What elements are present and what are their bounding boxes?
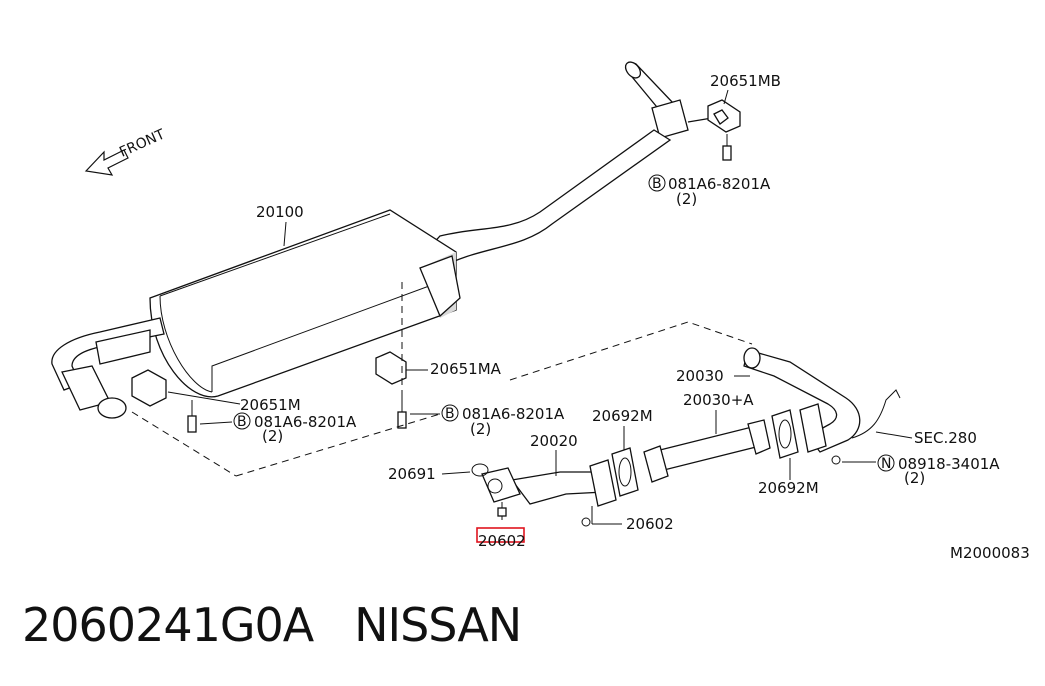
center-pipe-20030A (643, 419, 771, 483)
hanger-20651MB (707, 99, 741, 161)
gasket-20692M-a (611, 447, 639, 497)
bolt-b-left: B (233, 412, 251, 430)
gasket-20692M-b (771, 403, 827, 459)
label-20100: 20100 (256, 203, 304, 221)
part-number-caption: 2060241G0A NISSAN (22, 598, 522, 652)
label-20030A: 20030+A (683, 391, 754, 409)
bolt-b-mid: B (441, 404, 459, 422)
tail-pipe (418, 61, 713, 269)
svg-text:B: B (237, 414, 247, 430)
label-08918: 08918-3401A (898, 455, 1000, 473)
label-20691: 20691 (388, 465, 436, 483)
front-pipe-20020 (481, 459, 617, 507)
highlight-box (476, 527, 525, 543)
label-08918-qty: (2) (904, 469, 925, 487)
label-20020: 20020 (530, 432, 578, 450)
front-arrow-icon (84, 149, 129, 176)
label-081A6-mid: 081A6-8201A (462, 405, 565, 423)
bolt-b-top: B (648, 174, 666, 192)
svg-text:N: N (881, 456, 891, 472)
label-20692M-b: 20692M (758, 479, 819, 497)
nut-n-icon (831, 455, 841, 465)
ref-code: M2000083 (950, 544, 1030, 562)
svg-text:B: B (652, 176, 662, 192)
label-20651MA: 20651MA (430, 360, 502, 378)
main-muffler-20100 (149, 209, 461, 398)
sensor-wire (851, 389, 901, 439)
muffler-inlet-pipe (51, 317, 165, 419)
label-081A6-mid-qty: (2) (470, 420, 491, 438)
label-081A6-top-qty: (2) (676, 190, 697, 208)
label-sec280: SEC.280 (914, 429, 977, 447)
gasket-20691 (471, 463, 489, 477)
label-20602-b: 20602 (626, 515, 674, 533)
hanger-20651MA (375, 351, 407, 429)
front-label: FRONT (117, 126, 168, 160)
nut-20602-a-icon (497, 502, 507, 520)
label-20651MB: 20651MB (710, 72, 781, 90)
label-20692M-a: 20692M (592, 407, 653, 425)
label-081A6-left: 081A6-8201A (254, 413, 357, 431)
label-081A6-top: 081A6-8201A (668, 175, 771, 193)
nut-n: N (877, 454, 895, 472)
nut-20602-b-icon (581, 517, 591, 527)
label-20651M: 20651M (240, 396, 301, 414)
label-20602-a: 20602 (478, 532, 526, 550)
svg-text:B: B (445, 406, 455, 422)
hanger-20651M (131, 369, 197, 433)
label-081A6-left-qty: (2) (262, 427, 283, 445)
label-20030: 20030 (676, 367, 724, 385)
